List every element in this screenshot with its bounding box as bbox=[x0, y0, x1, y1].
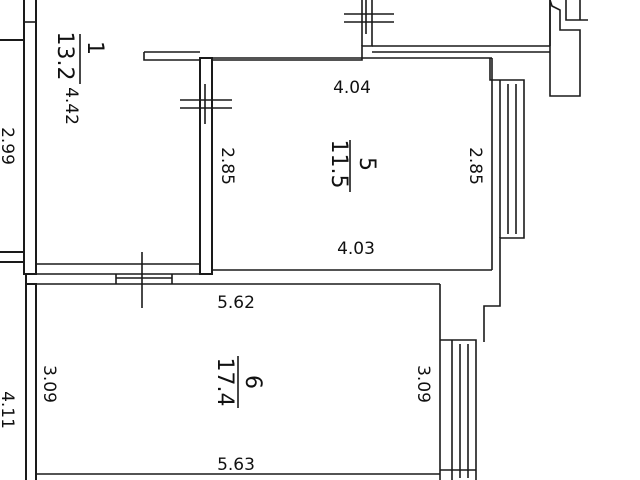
room-1-number: 1 bbox=[82, 41, 107, 55]
room-5-dim-right: 2.85 bbox=[465, 147, 485, 185]
room-1-dim-length: 4.42 bbox=[61, 87, 81, 125]
balcony-upper bbox=[483, 0, 588, 342]
room-6-dim-right: 3.09 bbox=[413, 365, 433, 403]
room-6-west-wall bbox=[25, 283, 37, 480]
room-6-area: 17.4 bbox=[212, 358, 237, 407]
door-mark-top bbox=[344, 0, 394, 34]
room-5-dim-top: 4.04 bbox=[333, 78, 371, 98]
room-6-number: 6 bbox=[240, 375, 265, 389]
room-1-area: 13.2 bbox=[52, 32, 77, 81]
room-6-dim-bottom: 5.63 bbox=[217, 455, 255, 475]
corridor-walls bbox=[143, 0, 551, 61]
room-6-walls bbox=[36, 277, 441, 480]
door-mark-room-5 bbox=[180, 84, 232, 124]
room-5-number: 5 bbox=[354, 157, 379, 171]
extra-dim-left-lower: 4.11 bbox=[0, 391, 17, 429]
room-5-dim-bottom: 4.03 bbox=[337, 239, 375, 259]
room-5-area: 11.5 bbox=[326, 140, 351, 189]
left-wall-fragments bbox=[0, 39, 27, 480]
balcony-lower bbox=[440, 339, 477, 480]
door-mark-room-6 bbox=[115, 252, 173, 308]
room-5-dim-left: 2.85 bbox=[217, 147, 237, 185]
extra-dim-left-upper: 2.99 bbox=[0, 127, 17, 165]
room-6-dim-left: 3.09 bbox=[39, 365, 59, 403]
room-1-east-wall bbox=[23, 0, 37, 275]
room-6-dim-top: 5.62 bbox=[217, 293, 255, 313]
room-5-walls bbox=[36, 57, 493, 275]
